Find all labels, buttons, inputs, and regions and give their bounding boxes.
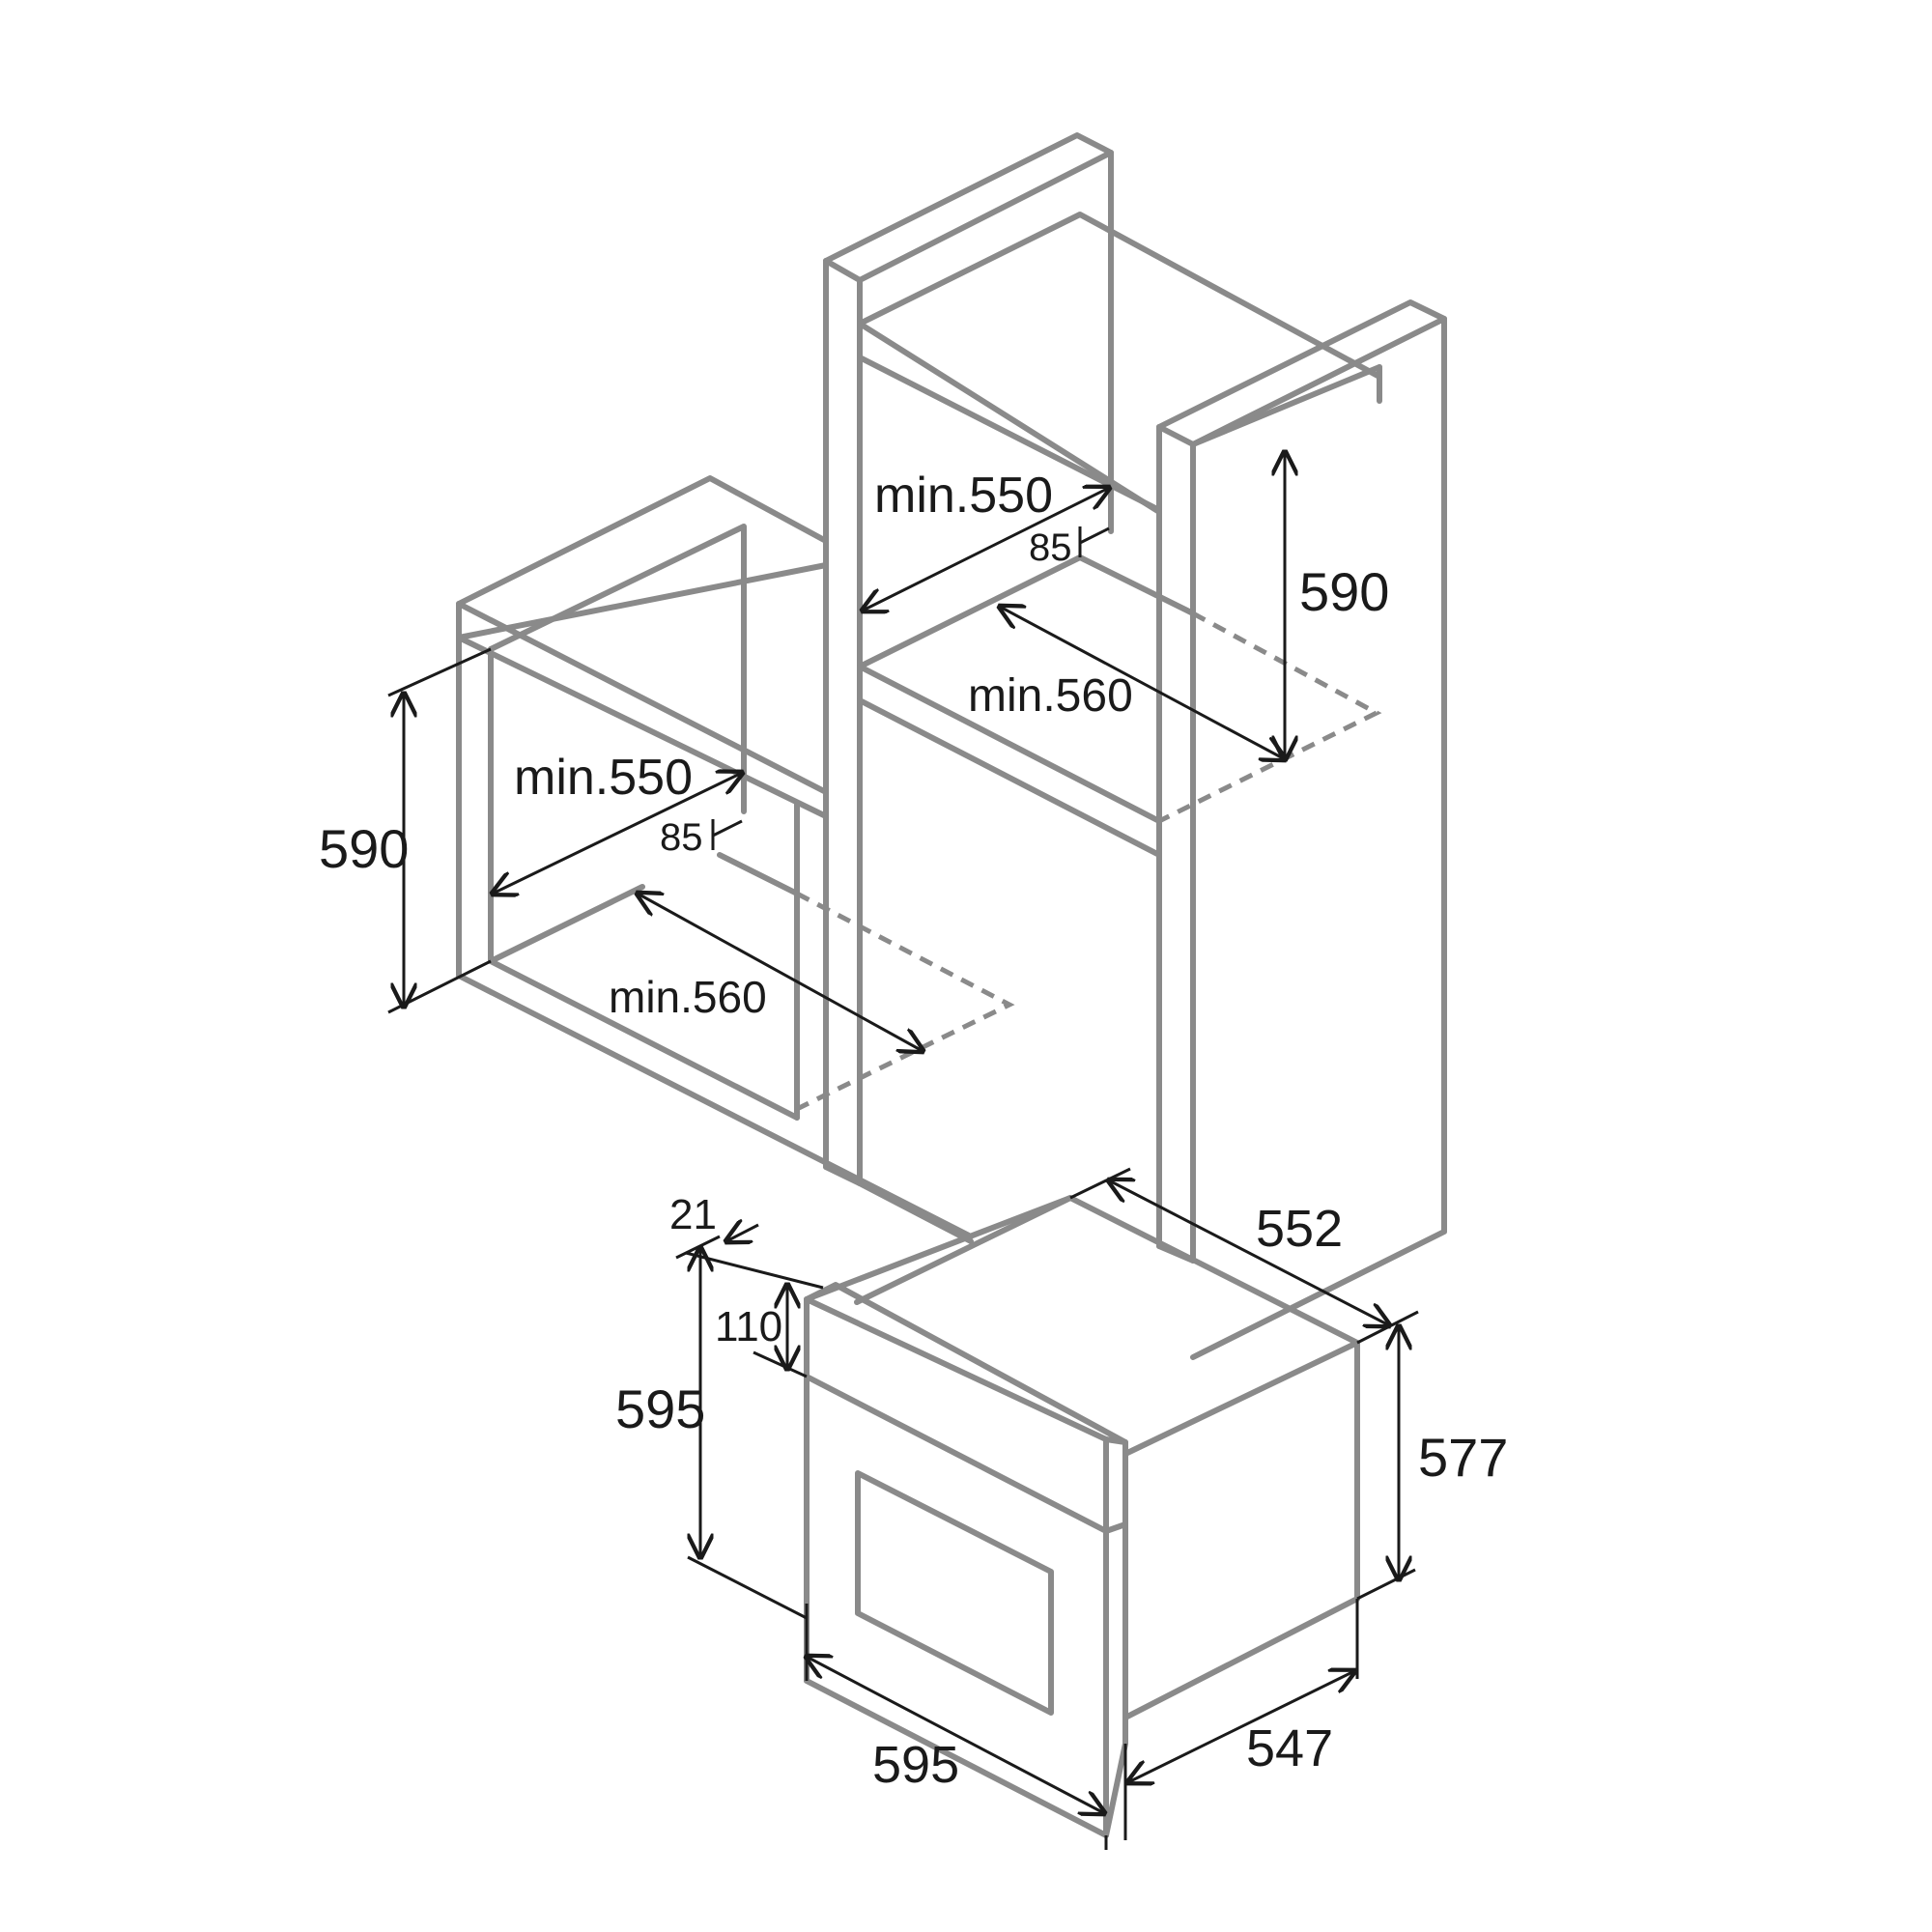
oven-frame-label: 21	[669, 1191, 717, 1238]
upper-width-label: min.560	[968, 670, 1133, 722]
left-depth-label: min.550	[514, 750, 693, 806]
upper-width-arrow	[1000, 607, 1285, 759]
left-cabinet	[456, 475, 1015, 1239]
oven-body-depth-arrow	[1128, 1671, 1354, 1782]
oven-body-depth-label: 547	[1246, 1719, 1333, 1777]
left-height-label: 590	[319, 818, 409, 879]
left-width-arrow	[638, 894, 923, 1051]
oven-top-depth-arrow	[1109, 1180, 1389, 1325]
left-vent-label: 85	[660, 816, 703, 859]
upper-depth-arrow	[863, 488, 1109, 611]
upper-height-label: 590	[1299, 561, 1389, 622]
oven-panel-label: 110	[715, 1303, 782, 1350]
oven-front-width-arrow	[807, 1657, 1104, 1813]
dimension-labels: min.550 85 590 min.560 min.550 85 590 mi…	[319, 468, 1508, 1794]
upper-depth-label: min.550	[874, 468, 1053, 524]
upper-vent-label: 85	[1029, 526, 1072, 569]
left-depth-arrow	[493, 773, 742, 894]
oven-top-depth-label: 552	[1256, 1200, 1343, 1258]
oven-body-height-label: 577	[1418, 1427, 1508, 1488]
oven-frame-arrow	[726, 1225, 759, 1241]
left-width-label: min.560	[609, 972, 767, 1022]
oven-front-width-label: 595	[872, 1736, 959, 1794]
dimension-lines	[387, 452, 1419, 1850]
oven-front-height-label: 595	[615, 1378, 705, 1439]
tall-cabinet	[823, 132, 1447, 1360]
